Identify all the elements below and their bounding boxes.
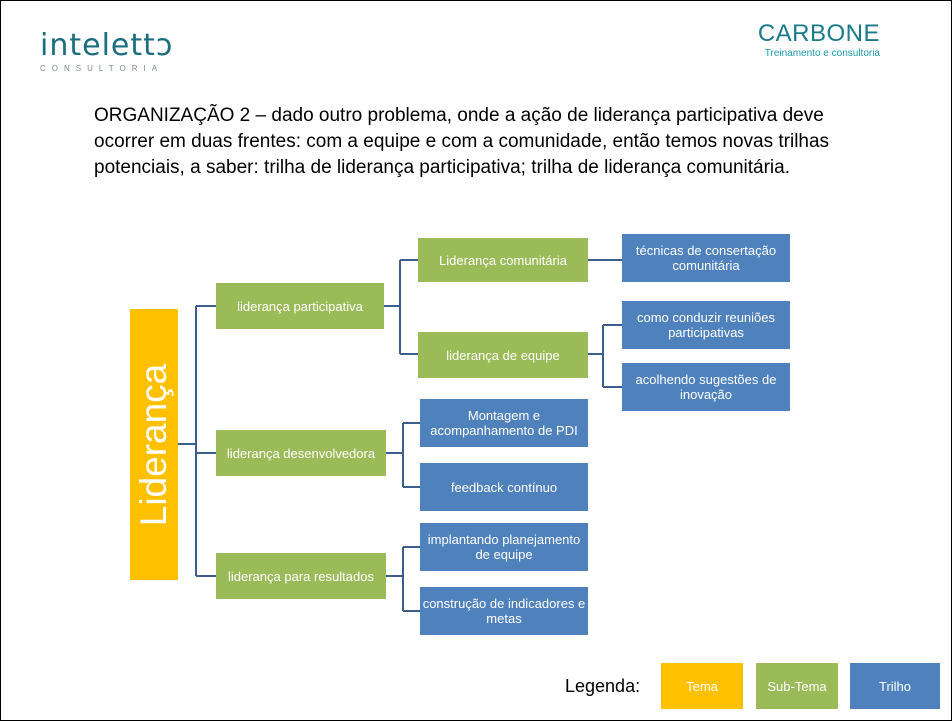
legend-subtema: Sub-Tema [756, 663, 838, 709]
legend-trilho: Trilho [850, 663, 940, 709]
legend-tema: Tema [661, 663, 743, 709]
carbone-logo-name: CARBONE [757, 20, 880, 47]
subtema-desenvolvedora: liderança desenvolvedora [216, 430, 386, 476]
intro-paragraph: ORGANIZAÇÃO 2 – dado outro problema, ond… [94, 105, 830, 178]
intelletto-logo: intelettɔ CONSULTORIA [40, 28, 174, 74]
trilho-feedback: feedback contínuo [420, 463, 588, 511]
intelletto-logo-name: intelettɔ [40, 28, 174, 63]
subtema-comunitaria: Liderança comunitária [418, 238, 588, 282]
subtema-resultados: liderança para resultados [216, 553, 386, 599]
trilho-indicadores: construção de indicadores e metas [420, 587, 588, 635]
trilho-pdi: Montagem e acompanhamento de PDI [420, 399, 588, 447]
subtema-equipe: liderança de equipe [418, 332, 588, 378]
trilho-sugestoes: acolhendo sugestões de inovação [622, 363, 790, 411]
subtema-participativa: liderança participativa [216, 283, 384, 329]
carbone-logo: CARBONE Treinamento e consultoria [758, 20, 880, 59]
trilho-planejamento: implantando planejamento de equipe [420, 523, 588, 571]
tema-box-lideranca: Liderança [130, 309, 178, 580]
legend-label: Legenda: [565, 676, 641, 696]
tema-label: Liderança [133, 363, 174, 526]
trilho-reunioes: como conduzir reuniões participativas [622, 301, 790, 349]
intelletto-logo-sub: CONSULTORIA [40, 64, 164, 73]
carbone-logo-sub: Treinamento e consultoria [764, 48, 880, 59]
trilho-consertacao: técnicas de consertação comunitária [622, 234, 790, 282]
